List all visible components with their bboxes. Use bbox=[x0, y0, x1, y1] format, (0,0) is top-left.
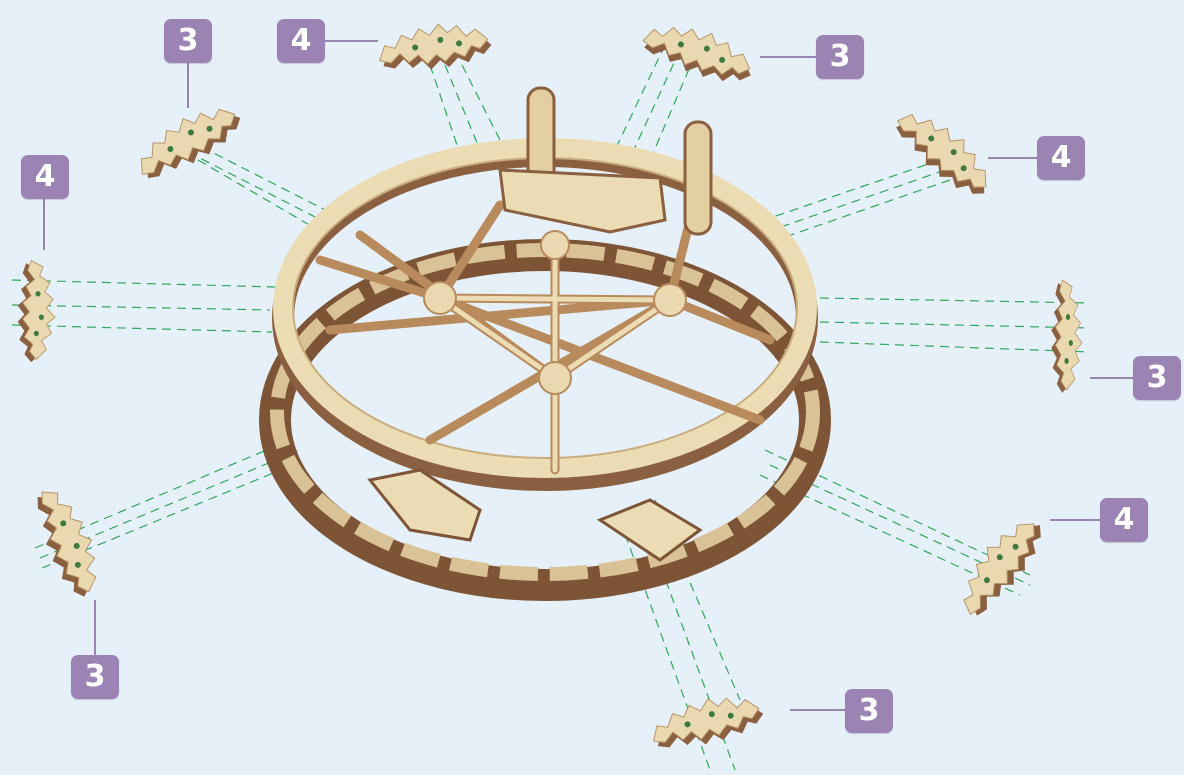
callout-badge-top-left: 3 bbox=[164, 19, 212, 63]
piece-top-right bbox=[637, 13, 760, 92]
callout-badge-top-right: 3 bbox=[816, 35, 864, 79]
piece-left-upper bbox=[17, 260, 56, 363]
piece-top-center-left bbox=[375, 16, 495, 77]
callout-badge-left-lower: 3 bbox=[71, 655, 119, 699]
piece-left-lower bbox=[26, 481, 111, 604]
callout-badge-right-lower: 4 bbox=[1100, 498, 1148, 542]
bowl-assembly bbox=[259, 86, 831, 601]
callout-badge-top-center-left: 4 bbox=[277, 19, 325, 63]
piece-right-upper bbox=[886, 98, 1003, 207]
leader-lines bbox=[43, 40, 1133, 711]
piece-bottom-center bbox=[646, 686, 768, 758]
callout-badge-right-upper: 4 bbox=[1037, 136, 1085, 180]
callout-badge-left-upper: 4 bbox=[21, 155, 69, 199]
piece-right-lower bbox=[947, 507, 1054, 625]
piece-right-middle bbox=[1050, 279, 1083, 394]
callout-badge-right-middle: 3 bbox=[1133, 356, 1181, 400]
callout-badge-bottom-center: 3 bbox=[845, 689, 893, 733]
